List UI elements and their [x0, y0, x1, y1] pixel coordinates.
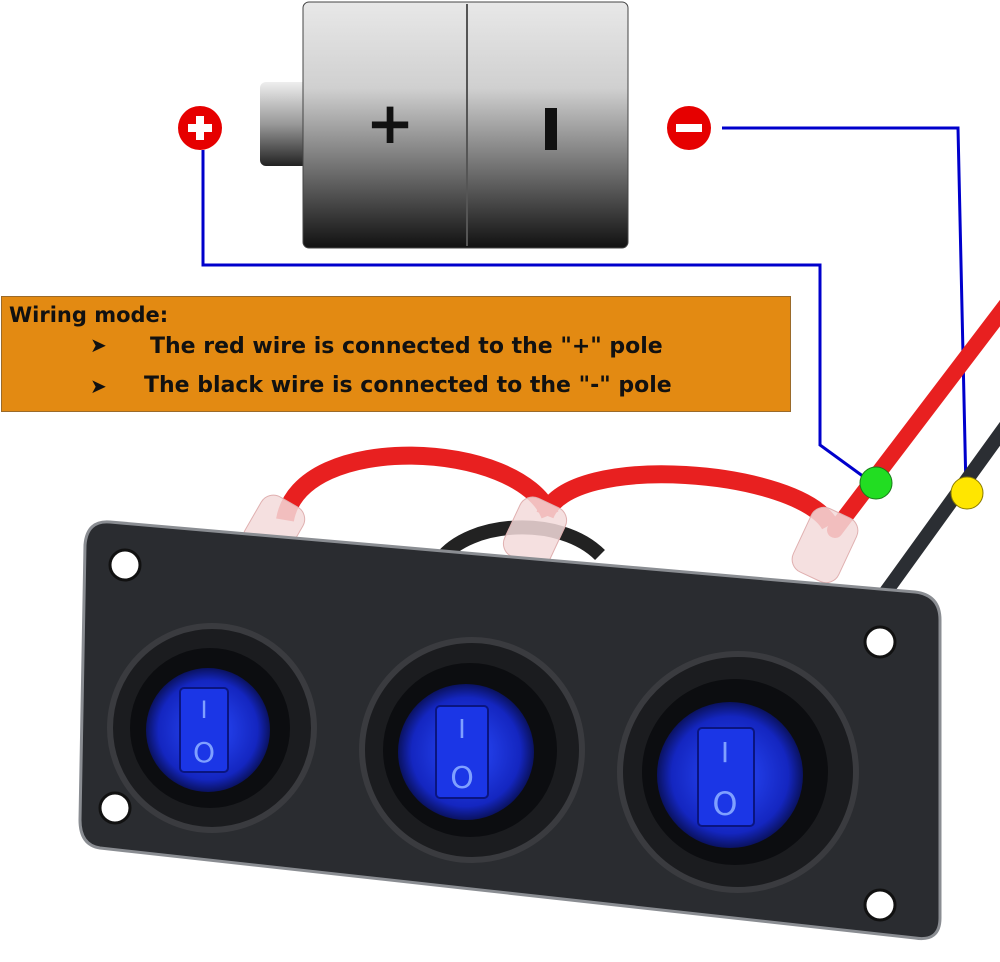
bullet-arrow-icon: ➤ [90, 333, 107, 357]
svg-text:O: O [712, 785, 737, 823]
red-jumper-wire-1 [276, 446, 559, 523]
battery-body [302, 1, 629, 249]
svg-text:I: I [458, 715, 466, 745]
mounting-holes [98, 548, 897, 922]
bullet-arrow-icon: ➤ [90, 374, 107, 398]
rocker-switch-1[interactable]: I O [107, 623, 317, 833]
wiring-note-line: The red wire is connected to the "+" pol… [150, 334, 663, 359]
positive-terminal-icon [178, 106, 222, 150]
svg-text:I: I [200, 696, 207, 724]
positive-guide-line [201, 150, 876, 487]
wiring-note-line: The black wire is connected to the "-" p… [144, 373, 672, 398]
battery: + [260, 1, 629, 249]
svg-text:I: I [721, 736, 729, 769]
svg-text:O: O [450, 761, 474, 796]
battery-minus-label [545, 108, 557, 150]
positive-connection-dot [859, 466, 893, 500]
battery-plus-label: + [366, 89, 415, 157]
red-jumper-wire-2 [536, 465, 838, 531]
svg-text:O: O [193, 736, 215, 769]
black-wire-lead [874, 421, 1000, 605]
negative-connection-dot [950, 476, 984, 510]
rocker-switch-3[interactable]: I O [617, 651, 859, 893]
rocker-switch-2[interactable]: I O [359, 637, 585, 863]
wiring-note-title: Wiring mode: [9, 303, 169, 327]
wiring-note: Wiring mode: ➤ The red wire is connected… [1, 296, 791, 412]
battery-terminal-nub [260, 82, 310, 166]
negative-terminal-icon [667, 106, 711, 150]
